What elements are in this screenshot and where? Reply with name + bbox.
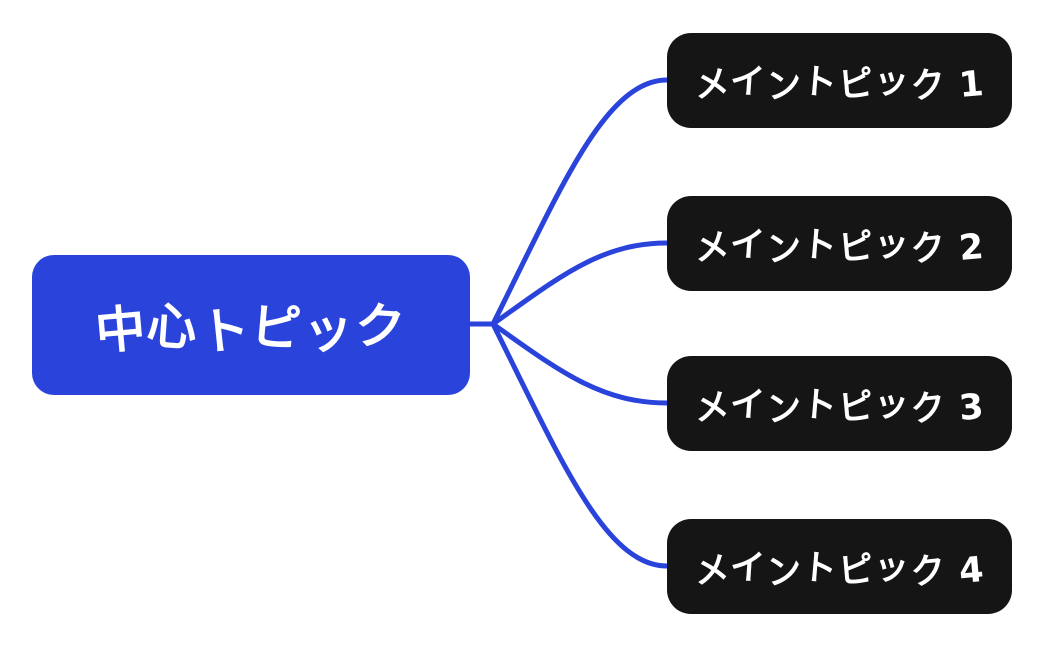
main-topic-label-3: メイントピック 3	[692, 383, 987, 431]
central-topic-label: 中心トピック	[93, 296, 409, 363]
main-topic-node-3[interactable]: メイントピック 3	[667, 356, 1012, 451]
connector-central-to-topic-1	[490, 77, 670, 327]
central-topic-node[interactable]: 中心トピック	[32, 255, 470, 395]
connector-central-to-topic-4	[490, 321, 670, 569]
main-topic-label-1: メイントピック 1	[692, 60, 987, 108]
main-topic-node-2[interactable]: メイントピック 2	[667, 196, 1012, 291]
main-topic-label-2: メイントピック 2	[692, 223, 987, 271]
main-topic-node-4[interactable]: メイントピック 4	[667, 519, 1012, 614]
connector-central-to-topic-3	[490, 321, 670, 406]
main-topic-node-1[interactable]: メイントピック 1	[667, 33, 1012, 128]
connector-central-to-topic-2	[490, 240, 670, 327]
main-topic-label-4: メイントピック 4	[692, 546, 987, 594]
